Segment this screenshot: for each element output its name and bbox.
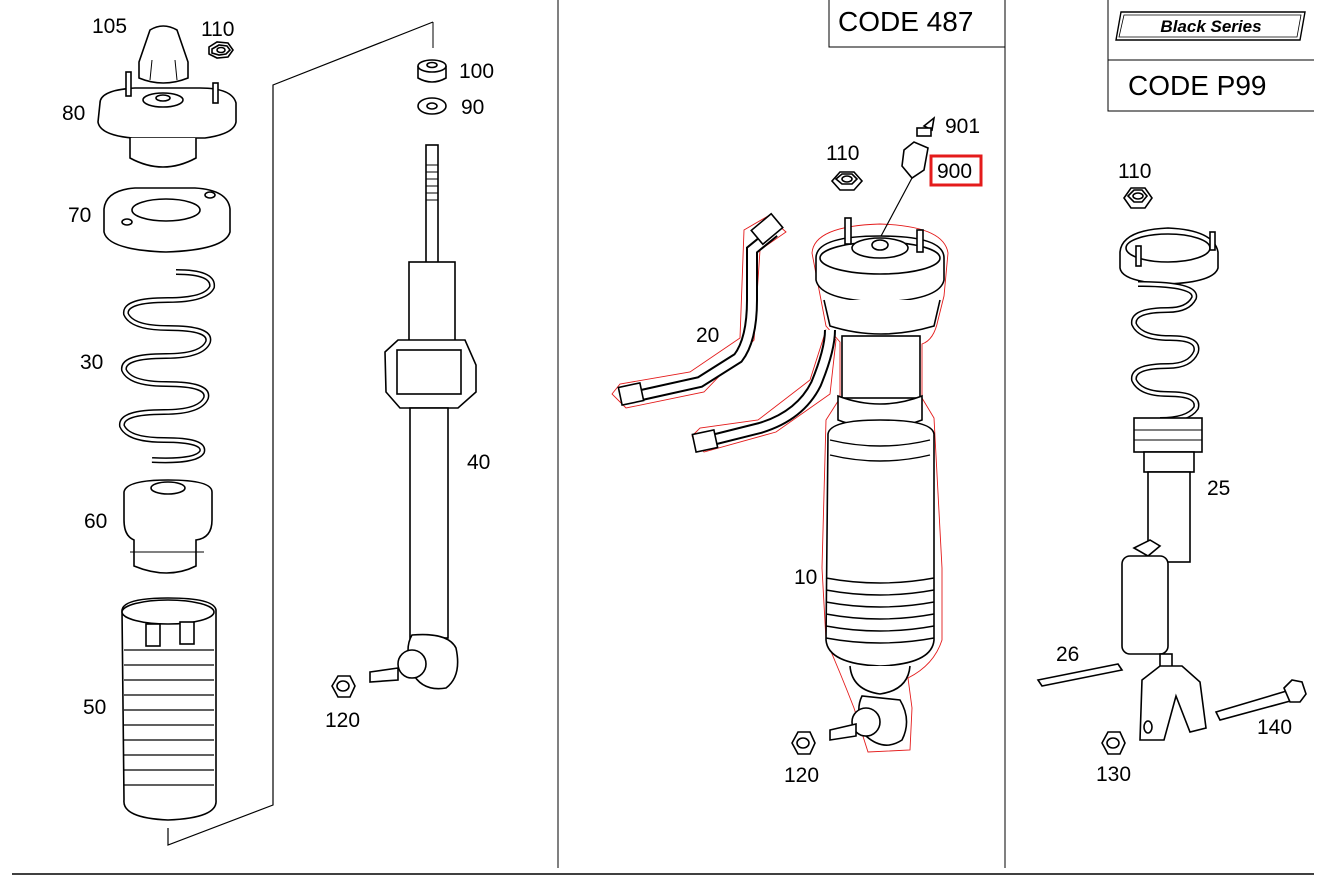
callout-901: 901 xyxy=(945,115,980,138)
callout-100: 100 xyxy=(459,60,494,83)
spring-pad-70 xyxy=(103,187,231,253)
callout-110-mid: 110 xyxy=(826,142,859,165)
callout-140: 140 xyxy=(1257,716,1292,739)
nut-130 xyxy=(1101,731,1126,755)
code-p99-label: CODE P99 xyxy=(1128,70,1267,101)
callout-60: 60 xyxy=(84,510,107,533)
callout-30: 30 xyxy=(80,351,103,374)
nut-100 xyxy=(417,59,447,83)
nut-110-left xyxy=(208,41,234,59)
bracket-26 xyxy=(1036,663,1124,687)
callout-70: 70 xyxy=(68,204,91,227)
air-strut-10 xyxy=(815,217,945,746)
callout-110-right: 110 xyxy=(1118,160,1151,183)
panel-dividers xyxy=(12,0,1314,875)
callout-26: 26 xyxy=(1056,643,1079,666)
upper-mount-80 xyxy=(97,71,237,168)
callout-40: 40 xyxy=(467,451,490,474)
code-487-label: CODE 487 xyxy=(838,6,973,37)
bolt-140 xyxy=(1214,679,1307,721)
nut-110-right xyxy=(1123,187,1153,209)
callout-80: 80 xyxy=(62,102,85,125)
callout-25: 25 xyxy=(1207,477,1230,500)
callout-10: 10 xyxy=(794,566,817,589)
code-p99-box: Black Series CODE P99 xyxy=(1107,0,1314,112)
washer-90 xyxy=(417,97,447,115)
shock-absorber-40 xyxy=(369,144,477,690)
sensor-901 xyxy=(916,116,936,137)
coilover-25 xyxy=(1119,227,1219,741)
code-487-box: CODE 487 xyxy=(828,0,1005,48)
callout-120-mid: 120 xyxy=(784,764,819,787)
callout-105: 105 xyxy=(92,15,127,38)
callout-120-left: 120 xyxy=(325,709,360,732)
callout-130: 130 xyxy=(1096,763,1131,786)
callout-110-left: 110 xyxy=(201,18,234,41)
connector-900 xyxy=(879,141,929,239)
highlight-box-900 xyxy=(929,154,983,187)
bump-cap-105 xyxy=(138,25,189,84)
nut-120-mid xyxy=(791,731,816,755)
black-series-label: Black Series xyxy=(1160,17,1261,36)
callout-900: 900 xyxy=(937,160,972,183)
callout-90: 90 xyxy=(461,96,484,119)
air-line-20 xyxy=(617,212,836,454)
dust-boot-50 xyxy=(121,597,217,821)
callout-20: 20 xyxy=(696,324,719,347)
nut-110-mid xyxy=(830,171,864,191)
bump-stop-60 xyxy=(123,479,213,574)
callout-50: 50 xyxy=(83,696,106,719)
black-series-badge xyxy=(1115,11,1306,41)
nut-120-left xyxy=(331,675,356,698)
assembly-bracket-line xyxy=(167,21,434,846)
